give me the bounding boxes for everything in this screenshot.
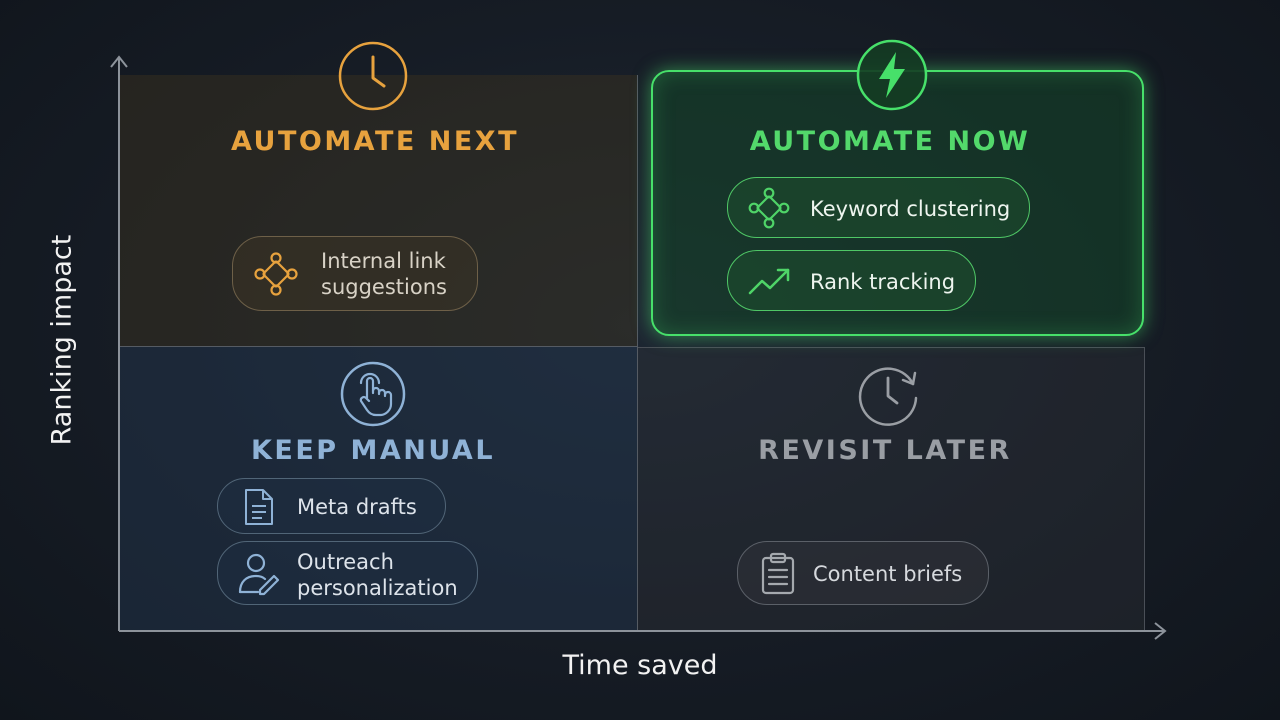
x-axis-label: Time saved — [562, 650, 718, 681]
task-pill-keyword-clustering: Keyword clustering — [727, 177, 1030, 238]
task-label: Content briefs — [813, 562, 963, 586]
quadrant-title-automate-now: AUTOMATE NOW — [749, 126, 1031, 157]
quadrant-title-revisit-later: REVISIT LATER — [758, 435, 1012, 466]
task-pill-meta-drafts: Meta drafts — [217, 478, 446, 534]
task-label: Meta drafts — [297, 495, 417, 519]
y-axis-label: Ranking impact — [46, 234, 78, 446]
quadrant-automate-next — [119, 75, 638, 347]
trend-up-icon — [748, 268, 790, 295]
y-axis — [110, 55, 128, 631]
x-axis — [119, 622, 1167, 640]
network-nodes-icon — [254, 252, 298, 296]
quadrant-revisit-later — [638, 347, 1145, 631]
network-nodes-icon — [748, 187, 790, 229]
clipboard-icon — [761, 552, 795, 595]
document-icon — [245, 489, 273, 525]
clock-icon — [338, 41, 408, 111]
lightning-bolt-icon — [856, 39, 928, 111]
horizontal-divider — [119, 346, 638, 347]
task-pill-internal-link-suggestions: Internal link suggestions — [232, 236, 478, 311]
task-label: Keyword clustering — [810, 197, 1011, 221]
task-pill-content-briefs: Content briefs — [737, 541, 989, 605]
task-label: Outreach personalization — [297, 550, 458, 600]
task-pill-outreach-personalization: Outreach personalization — [217, 541, 478, 605]
quadrant-title-automate-next: AUTOMATE NEXT — [230, 126, 520, 157]
vertical-divider — [637, 75, 638, 631]
clock-refresh-icon — [858, 367, 918, 426]
task-pill-rank-tracking: Rank tracking — [727, 250, 976, 311]
task-label: Internal link suggestions — [321, 249, 447, 299]
quadrant-title-keep-manual: KEEP MANUAL — [250, 435, 496, 466]
hand-pointer-icon — [340, 361, 406, 427]
task-label: Rank tracking — [810, 270, 956, 294]
person-edit-icon — [238, 553, 280, 596]
